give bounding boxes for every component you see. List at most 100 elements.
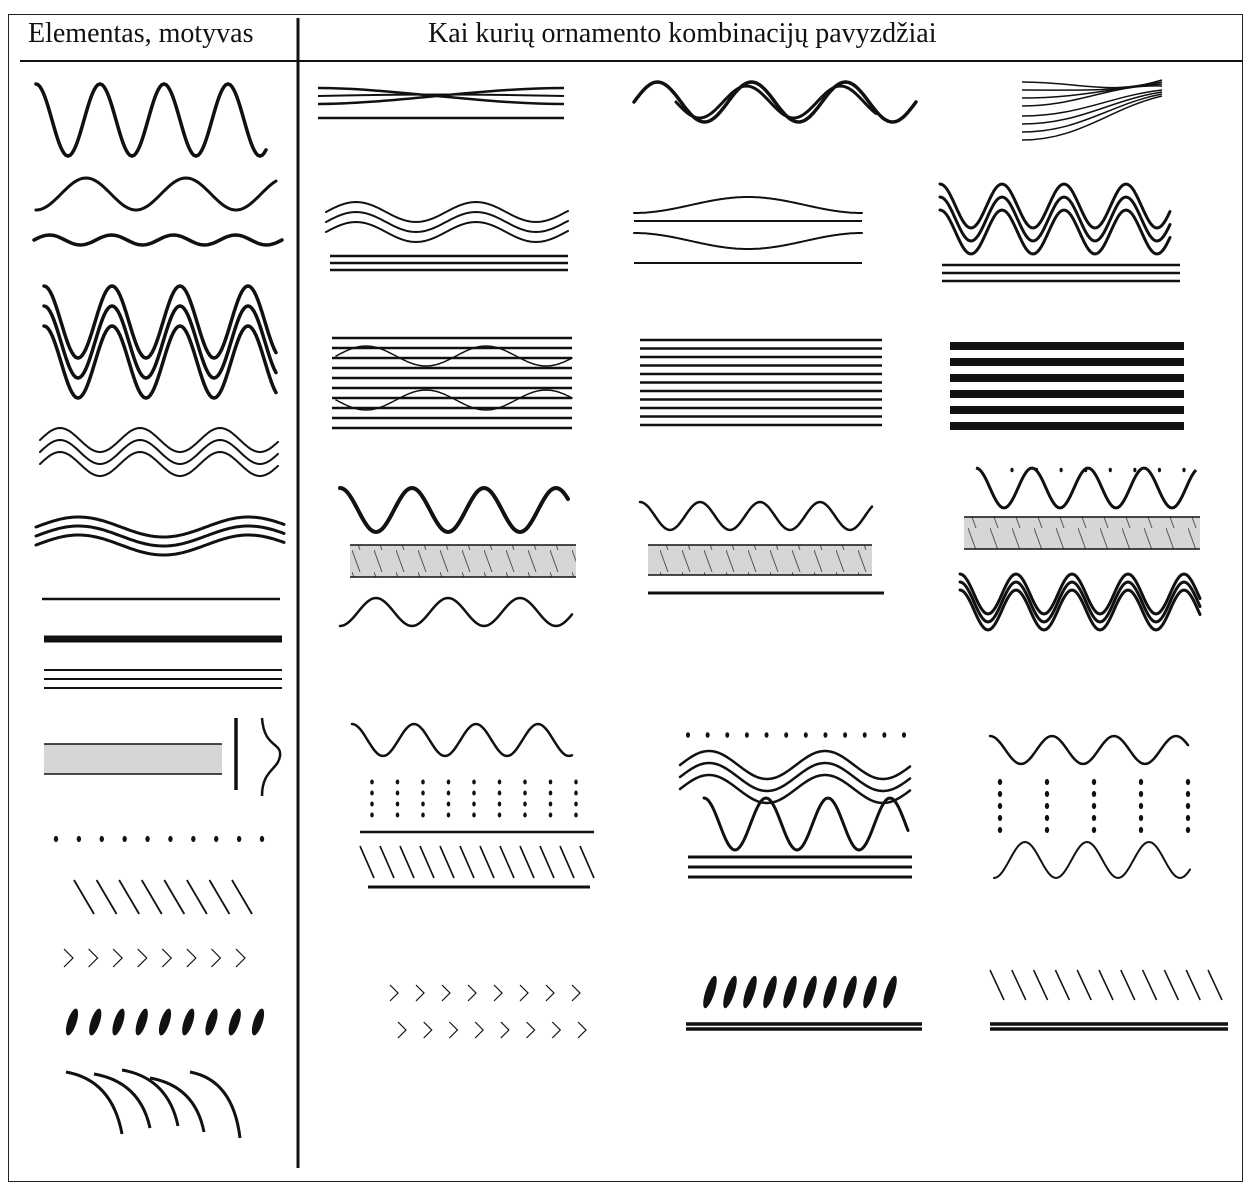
dot xyxy=(421,812,425,817)
profile-curve xyxy=(262,718,280,796)
slash-mark xyxy=(1164,970,1178,1000)
dot xyxy=(1182,468,1185,472)
leaf-mark xyxy=(800,974,819,1009)
dot xyxy=(472,801,476,806)
dot xyxy=(998,827,1002,833)
chevron-mark xyxy=(162,949,171,967)
wave-line xyxy=(990,736,1188,764)
chevron-mark xyxy=(552,1022,560,1038)
motif-wave-low xyxy=(34,235,282,245)
dot xyxy=(523,812,527,817)
dot xyxy=(1133,468,1136,472)
combo-wave-band-line xyxy=(640,502,884,593)
combo-double-chevrons xyxy=(390,985,586,1038)
dot xyxy=(574,801,578,806)
slash-mark xyxy=(380,846,394,878)
leaf-mark xyxy=(133,1007,150,1036)
leaf-mark xyxy=(180,1007,197,1036)
dot xyxy=(1010,468,1013,472)
combo-hooked-waves-band xyxy=(960,468,1200,630)
wave-line xyxy=(352,724,572,756)
slash-mark xyxy=(1121,970,1135,1000)
dot xyxy=(498,779,502,784)
slash-mark xyxy=(400,846,414,878)
converging-line xyxy=(1022,94,1162,132)
dot xyxy=(421,801,425,806)
dot xyxy=(1139,779,1143,785)
slash-mark xyxy=(164,880,184,914)
chevron-mark xyxy=(501,1022,509,1038)
leaf-mark xyxy=(820,974,839,1009)
dot xyxy=(1186,803,1190,809)
wave-line xyxy=(960,582,1200,622)
dot xyxy=(472,790,476,795)
motif-slashes xyxy=(74,880,252,914)
slash-mark xyxy=(480,846,494,878)
dot xyxy=(1045,803,1049,809)
wave-line xyxy=(940,210,1170,254)
dot xyxy=(523,801,527,806)
dot xyxy=(574,779,578,784)
dot xyxy=(1186,815,1190,821)
combo-leaves-on-line xyxy=(686,974,922,1029)
slash-mark xyxy=(209,880,229,914)
slash-mark xyxy=(990,970,1004,1000)
slash-mark xyxy=(560,846,574,878)
leaf-mark xyxy=(110,1007,127,1036)
wave-line xyxy=(340,598,572,626)
hatch-fill xyxy=(964,517,1200,549)
combo-braided-lines xyxy=(318,88,564,118)
slash-mark xyxy=(232,880,252,914)
dot xyxy=(784,732,788,738)
motif-wave-medium xyxy=(36,178,276,210)
slash-mark xyxy=(142,880,162,914)
dot xyxy=(1139,791,1143,797)
combo-interlaced-waves xyxy=(634,82,916,122)
wave-line xyxy=(960,590,1200,630)
motif-line-triple xyxy=(44,670,282,688)
dot xyxy=(686,732,690,738)
dot xyxy=(396,801,400,806)
dot xyxy=(498,790,502,795)
slash-mark xyxy=(580,846,594,878)
slash-mark xyxy=(460,846,474,878)
chevron-mark xyxy=(546,985,554,1001)
motif-curved-strokes xyxy=(66,1070,240,1138)
leaf-mark xyxy=(87,1007,104,1036)
slash-mark xyxy=(187,880,207,914)
dot xyxy=(1186,827,1190,833)
combo-dots-waves-lines xyxy=(680,732,912,877)
wave-line xyxy=(634,233,862,249)
dot xyxy=(1139,827,1143,833)
dot xyxy=(396,790,400,795)
dot xyxy=(1060,468,1063,472)
leaf-mark xyxy=(156,1007,173,1036)
dot xyxy=(1186,791,1190,797)
combo-alternating-waves xyxy=(634,197,862,263)
dot xyxy=(574,812,578,817)
dot xyxy=(706,732,710,738)
dot xyxy=(1045,779,1049,785)
motif-wave-triple-tall xyxy=(44,286,276,398)
chevron-mark xyxy=(211,949,220,967)
chevron-mark xyxy=(520,985,528,1001)
chevron-mark xyxy=(572,985,580,1001)
slash-mark xyxy=(360,846,374,878)
slash-mark xyxy=(1186,970,1200,1000)
combo-thick-stripes xyxy=(950,346,1184,426)
shaded-band xyxy=(44,744,222,774)
dot xyxy=(1045,827,1049,833)
leaf-mark xyxy=(760,974,779,1009)
dot xyxy=(498,801,502,806)
dot xyxy=(370,790,374,795)
dot xyxy=(260,836,264,842)
combo-wave-band-wave xyxy=(340,488,576,626)
slash-mark xyxy=(119,880,139,914)
leaf-mark xyxy=(720,974,739,1009)
dot xyxy=(447,812,451,817)
dot xyxy=(549,812,553,817)
motif-leaves xyxy=(63,1007,266,1036)
dot xyxy=(447,779,451,784)
wave-line xyxy=(634,197,862,213)
combo-triple-wave-lines xyxy=(940,184,1180,281)
